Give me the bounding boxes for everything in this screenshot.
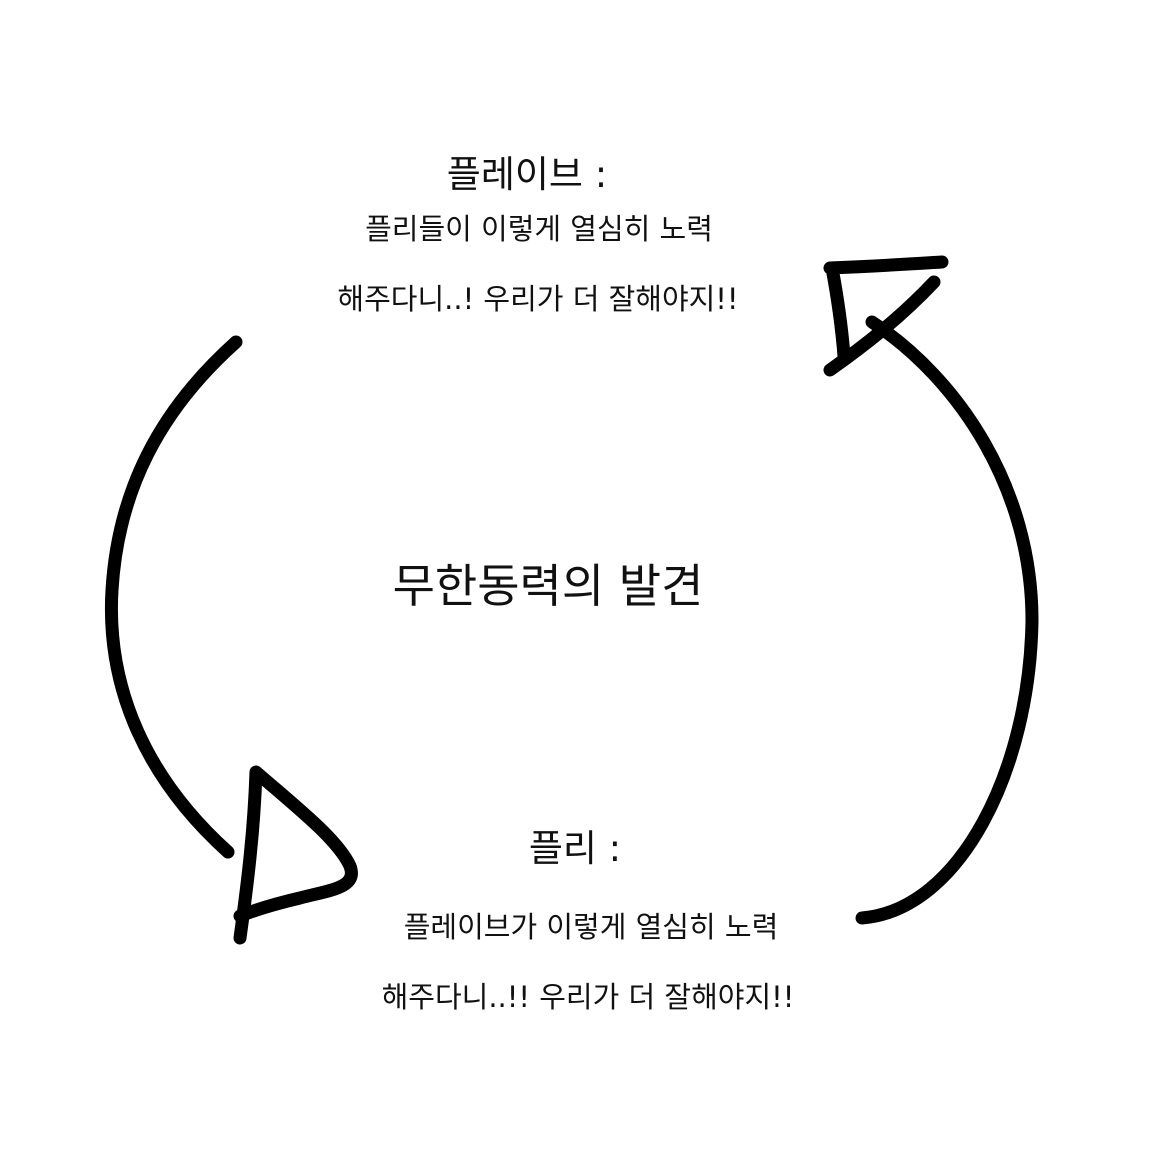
bottom-speech-line-2: 해주다니..!! 우리가 더 잘해야지!!: [381, 980, 795, 1014]
top-speech-line-2: 해주다니..! 우리가 더 잘해야지!!: [337, 282, 739, 316]
bottom-speaker-label: 플리 :: [528, 827, 622, 870]
right-curve-arrow-shaft: [855, 315, 1039, 925]
top-speech-line-1: 플리들이 이렇게 열심히 노력: [365, 212, 713, 246]
left-curve-arrow-shaft: [104, 335, 243, 859]
top-right-arrowhead: [823, 255, 949, 377]
bottom-speech-line-1: 플레이브가 이렇게 열심히 노력: [403, 910, 779, 944]
bottom-left-arrowhead: [233, 765, 358, 945]
center-title: 무한동력의 발견: [392, 559, 704, 613]
top-speaker-label: 플레이브 :: [446, 153, 608, 196]
